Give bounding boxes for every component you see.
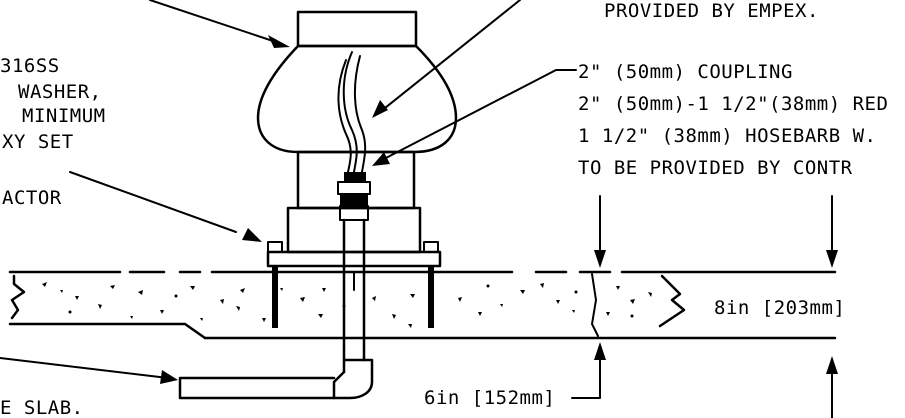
leader-coupling — [381, 69, 577, 161]
label-provided-by: PROVIDED BY EMPEX. — [604, 0, 819, 22]
label-contractor: TO BE PROVIDED BY CONTR — [578, 157, 853, 179]
label-washer: WASHER, — [18, 81, 102, 103]
anchor-bolts — [267, 241, 439, 328]
coupling-body — [339, 205, 369, 221]
base-plate — [266, 250, 442, 268]
nut-left — [267, 241, 283, 253]
dimension-lines — [571, 195, 838, 418]
leader-cable — [379, 0, 521, 113]
arrow-coupling — [372, 152, 390, 166]
vent-hood — [256, 10, 458, 154]
anchor-bolt-right — [428, 266, 434, 328]
dim-8in-arrow-bottom — [826, 356, 838, 374]
hosebarb-fitting — [344, 172, 366, 182]
base-block — [286, 206, 422, 254]
dim-8in-arrow-top — [826, 250, 838, 268]
arrow-slab — [160, 370, 178, 384]
dim-6in-arrow-top — [594, 250, 606, 268]
label-reducer: 2" (50mm)-1 1/2"(38mm) RED — [578, 93, 888, 115]
cable-b — [337, 59, 352, 173]
leader-slab — [0, 357, 169, 379]
arrow-hood — [268, 35, 290, 48]
aggregate-speckles — [42, 282, 652, 328]
label-coupling: 2" (50mm) COUPLING — [578, 61, 793, 83]
anchor-bolt-left — [272, 266, 278, 328]
slab-joint-line — [591, 273, 599, 337]
label-hosebarb: 1 1/2" (38mm) HOSEBARB W. — [578, 125, 876, 147]
arrow-washer — [242, 228, 262, 242]
dim-8in-text: 8in [203mm] — [714, 297, 845, 319]
break-line-left — [10, 274, 26, 320]
nut-right — [423, 241, 439, 253]
cable-c — [353, 55, 367, 173]
concrete-slab — [8, 270, 837, 340]
dim-6in-text: 6in [152mm] — [424, 387, 555, 409]
pipe-elbow — [332, 358, 374, 400]
label-minimum: MINIMUM — [22, 105, 106, 127]
cable-a — [342, 51, 358, 173]
break-line-right — [658, 274, 686, 328]
slab-step-left — [8, 322, 207, 340]
leader-hood — [149, 0, 283, 45]
leader-washer — [69, 171, 237, 233]
drain-pipe-horizontal — [178, 376, 336, 400]
dim-6in-leader — [571, 359, 601, 399]
label-epoxy-set: XY SET — [2, 131, 74, 153]
label-316ss: 316SS — [0, 55, 60, 77]
leader-lines — [0, 0, 577, 384]
hood-bell — [256, 44, 458, 154]
drain-assembly — [178, 172, 374, 400]
drain-pipe-vertical — [342, 218, 366, 374]
dim-6in-arrow-bottom — [594, 342, 606, 360]
hood-cap — [296, 10, 418, 48]
reducer-fitting — [337, 181, 371, 195]
coupling-band — [340, 194, 368, 206]
cable-bundle — [337, 51, 367, 173]
label-factor: ACTOR — [2, 187, 62, 209]
arrow-cable — [372, 100, 388, 118]
label-slab: E SLAB. — [0, 397, 84, 418]
